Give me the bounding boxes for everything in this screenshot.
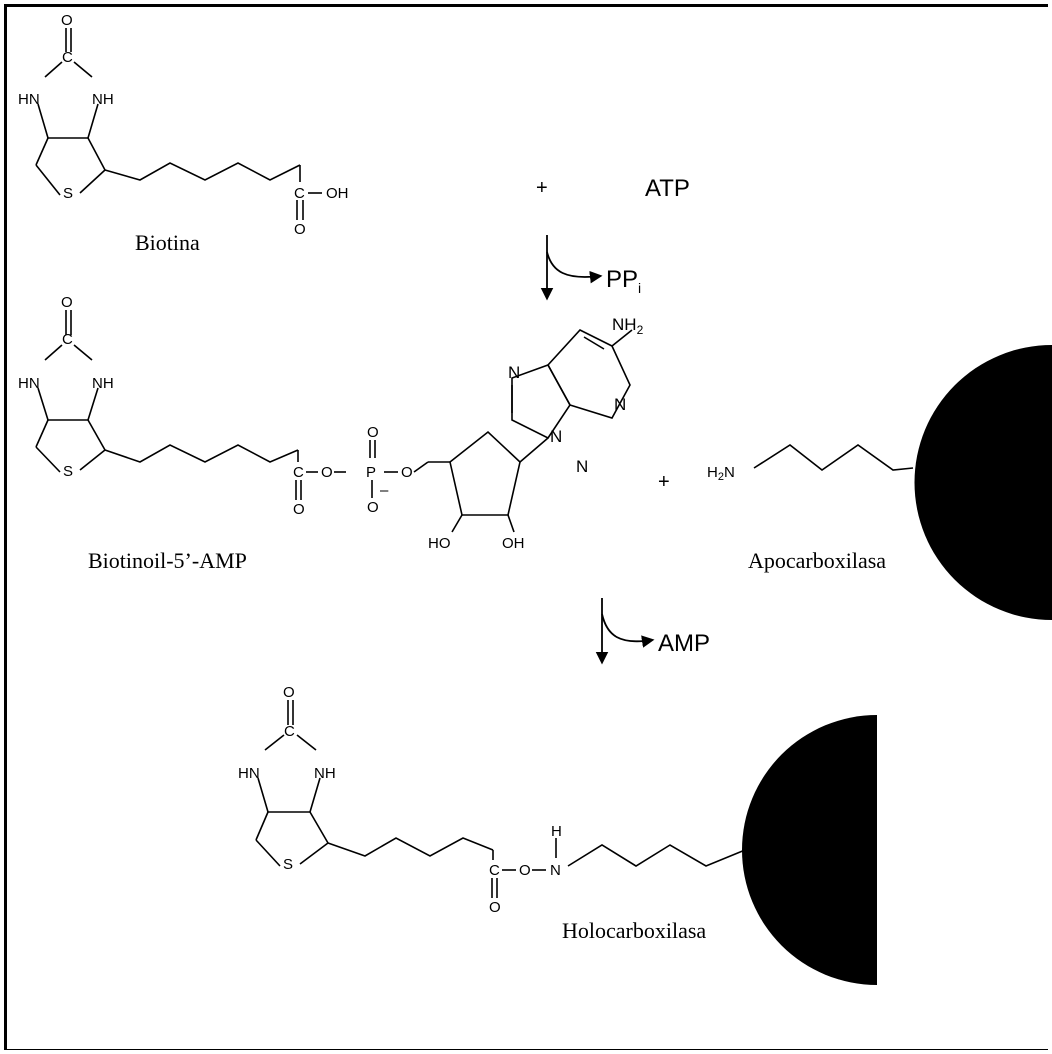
diagram-frame xyxy=(4,4,1048,1050)
holocarboxylase-atom-labels: O C HN NH S C O O H N xyxy=(238,684,562,916)
label-apocarboxilasa: Apocarboxilasa xyxy=(748,548,886,573)
atom-oh: OH xyxy=(502,535,525,552)
atom-c: C xyxy=(489,862,500,879)
atom-nh: NH xyxy=(92,91,114,108)
biotinoyl-amp-molecule xyxy=(35,310,633,533)
atom-nh2: NH2 xyxy=(612,315,644,337)
atom-o: O xyxy=(489,899,501,916)
biotinoyl-amp-atom-labels: O C HN NH S C O O O P O – O HO OH N N N … xyxy=(18,294,644,552)
atom-c: C xyxy=(62,331,73,348)
label-amp: AMP xyxy=(658,630,710,657)
atom-nh: NH xyxy=(314,765,336,782)
atom-s: S xyxy=(283,856,293,873)
label-biotinoil-amp: Biotinoil-5’-AMP xyxy=(88,548,247,573)
atom-o: O xyxy=(367,499,379,516)
biotin-atom-labels: O C HN NH S C O OH xyxy=(18,12,349,238)
enzyme-protein-shape xyxy=(914,345,1052,620)
atom-o: O xyxy=(61,294,73,311)
atom-o: O xyxy=(367,424,379,441)
atom-o: O xyxy=(519,862,531,879)
reaction-arrow-2 xyxy=(595,598,655,665)
atom-o: O xyxy=(401,464,413,481)
atom-hn: HN xyxy=(18,375,40,392)
enzyme-protein-shape xyxy=(742,715,877,985)
atom-c: C xyxy=(284,723,295,740)
atom-hn: HN xyxy=(238,765,260,782)
label-atp: ATP xyxy=(645,175,690,202)
atom-n: N xyxy=(614,395,626,414)
atom-o: O xyxy=(61,12,73,29)
atom-ho: HO xyxy=(428,535,451,552)
atom-o: O xyxy=(294,221,306,238)
atom-c: C xyxy=(294,185,305,202)
atom-h2n: H2N xyxy=(707,464,735,483)
atom-n: N xyxy=(576,457,588,476)
biotin-molecule xyxy=(35,28,322,220)
plus-sign: + xyxy=(536,177,548,199)
atom-s: S xyxy=(63,463,73,480)
label-ppi: PPi xyxy=(606,266,641,296)
atom-n: N xyxy=(508,363,520,382)
plus-sign: + xyxy=(658,471,670,493)
reaction-arrow-1 xyxy=(540,235,603,301)
atom-p: P xyxy=(366,464,376,481)
atom-o: O xyxy=(321,464,333,481)
holocarboxylase-molecule xyxy=(255,700,746,898)
label-holocarboxilasa: Holocarboxilasa xyxy=(562,918,706,943)
label-biotina: Biotina xyxy=(135,230,200,255)
atom-hn: HN xyxy=(18,91,40,108)
atom-h: H xyxy=(551,823,562,840)
apocarboxylase-molecule xyxy=(753,345,1052,620)
atom-c: C xyxy=(293,464,304,481)
atom-c: C xyxy=(62,49,73,66)
charge-minus: – xyxy=(380,482,389,499)
holo-enzyme xyxy=(742,715,877,985)
atom-o: O xyxy=(283,684,295,701)
atom-o: O xyxy=(293,501,305,518)
atom-n: N xyxy=(550,862,561,879)
atom-n: N xyxy=(550,427,562,446)
atom-nh: NH xyxy=(92,375,114,392)
atom-s: S xyxy=(63,185,73,202)
atom-oh: OH xyxy=(326,185,349,202)
